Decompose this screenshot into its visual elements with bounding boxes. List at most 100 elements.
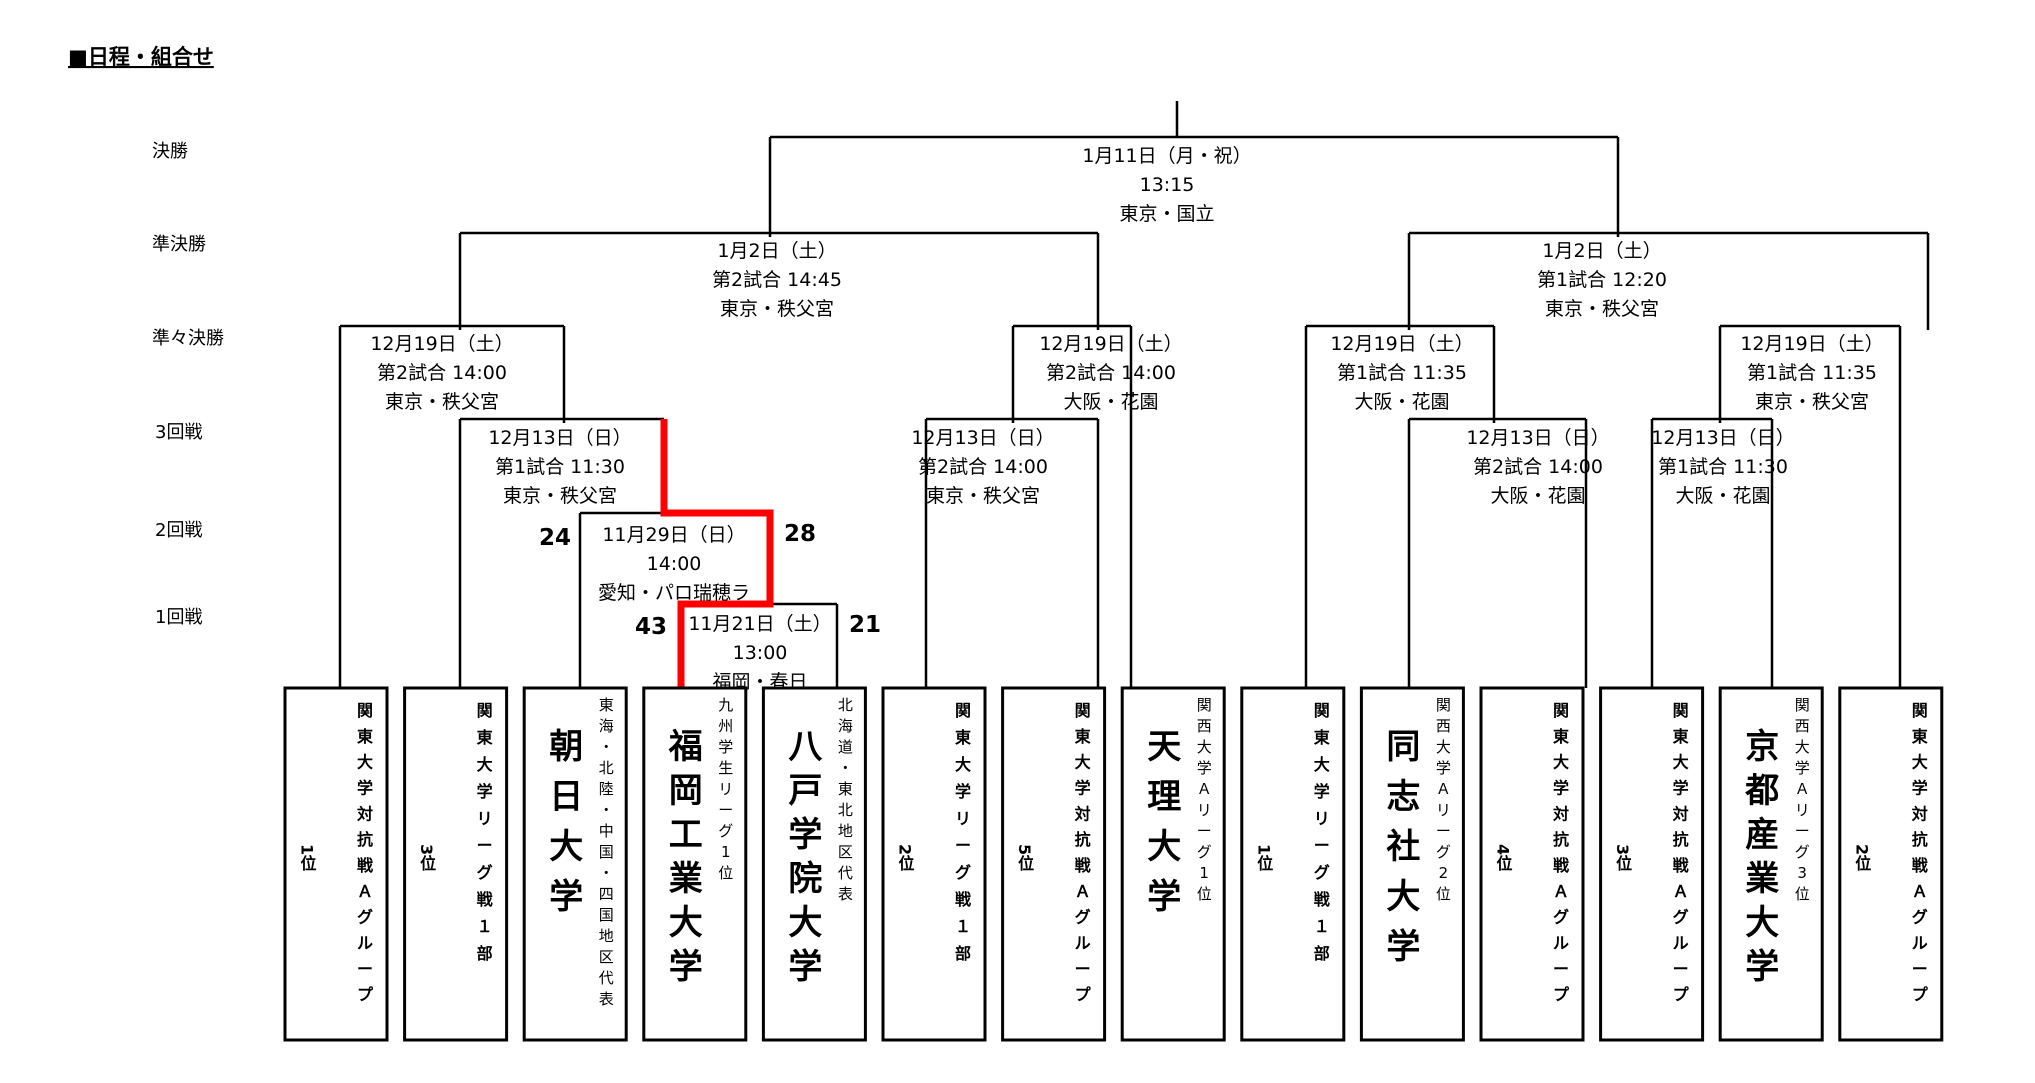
team-main-char: Ａ [1553, 882, 1569, 901]
match-qf4-line3: 東京・秩父宮 [1755, 391, 1869, 413]
team-main-char: 関 [1075, 701, 1091, 720]
team-main-char: 学 [1075, 779, 1091, 798]
team-box-frame [1120, 686, 1226, 1042]
team-name-char: 大 [1745, 903, 1779, 943]
team-box-frame [881, 686, 987, 1042]
team-main-char: 学 [1912, 779, 1928, 798]
team-name-char: 戸 [788, 771, 822, 811]
team-box-frame [1001, 686, 1107, 1042]
team-sub-char: 海 [838, 717, 853, 735]
round-label-semifinal: 準決勝 [152, 234, 206, 255]
team-main-char: ル [1912, 934, 1928, 953]
team-main-char: 戦 [477, 890, 494, 909]
team-main-char: 大 [1912, 753, 1928, 772]
team-main-char: 東 [1673, 727, 1689, 746]
team-name-char: 八 [788, 727, 823, 767]
match-final-line2: 13:15 [1140, 174, 1195, 196]
team-name-char: 学 [788, 947, 822, 987]
team-sub-char: Ａ [1436, 780, 1451, 798]
team-main-char: プ [357, 985, 374, 1004]
team-main-char: 学 [1314, 782, 1330, 801]
final-connector [768, 101, 1620, 237]
team-rank: 3位 [1613, 844, 1632, 872]
team-rank: 1位 [298, 844, 317, 872]
match-qf4-line1: 12月19日（土） [1740, 333, 1883, 355]
team-box-frame [522, 686, 628, 1042]
team-main-char: 抗 [1912, 830, 1928, 849]
match-r2-line1: 11月29日（日） [602, 524, 745, 546]
match-r3c-line1: 12月13日（日） [1466, 427, 1609, 449]
team-main-char: 大 [1314, 755, 1330, 774]
team-main-char: Ａ [1673, 882, 1689, 901]
team-main-char: 関 [1553, 701, 1569, 720]
team-sub-char: 位 [1795, 885, 1810, 903]
match-r1-line1: 11月21日（土） [688, 613, 831, 635]
match-sf1-line2: 第2試合 14:45 [712, 269, 842, 291]
match-qf2-line3: 大阪・花園 [1063, 391, 1158, 413]
team-name-char: 京 [1745, 727, 1779, 767]
team-main-char: 部 [1314, 944, 1330, 963]
team-main-char: 東 [1912, 727, 1928, 746]
team-sub-char: 学 [1795, 759, 1810, 777]
r3b-connector [924, 417, 1100, 688]
team-main-char: Ａ [1912, 882, 1928, 901]
team-name-char: 院 [788, 859, 822, 899]
team-main-char: 戦 [1673, 856, 1690, 875]
team-main-char: １ [477, 917, 493, 936]
team-sub-char: 区 [838, 843, 853, 861]
round-label-round1: 1回戦 [155, 607, 202, 628]
match-sf2-line2: 第1試合 12:20 [1537, 269, 1667, 291]
winner-path-line [660, 419, 774, 688]
team-main-char: 対 [356, 804, 373, 823]
team-sub-char: 国 [599, 906, 614, 924]
team-main-char: １ [1314, 917, 1330, 936]
team-sub-char: グ [718, 822, 733, 840]
round-label-round3: 3回戦 [155, 422, 202, 443]
team-main-char: 戦 [1912, 856, 1929, 875]
team-sub-char: 表 [599, 990, 614, 1008]
r3c-connector [1407, 417, 1588, 688]
team-name-char: 産 [1745, 815, 1779, 855]
match-r3d-line1: 12月13日（日） [1651, 427, 1794, 449]
team-sub-char: 関 [1436, 696, 1451, 714]
team-main-char: 部 [477, 944, 493, 963]
team-name-char: 学 [1386, 927, 1420, 967]
team-sub-char: ー [1197, 822, 1212, 840]
team-main-char: 東 [1553, 727, 1569, 746]
page-title: ■日程・組合せ [68, 45, 214, 69]
team-main-char: ル [357, 934, 373, 953]
match-r3b-line3: 東京・秩父宮 [926, 485, 1040, 507]
qf1-connector [338, 324, 566, 688]
team-rank: 4位 [1494, 844, 1513, 872]
team-main-char: ー [1314, 836, 1330, 855]
team-main-char: ル [1673, 934, 1689, 953]
team-main-char: グ [477, 863, 493, 882]
match-qf1-line1: 12月19日（土） [370, 333, 513, 355]
team-sub-char: 北 [838, 801, 853, 819]
team-sub-char: ・ [838, 759, 853, 777]
team-sub-char: ・ [599, 801, 614, 819]
team-name-char: 大 [1147, 827, 1181, 867]
team-rank: 2位 [896, 844, 915, 872]
team-sub-char: 四 [599, 885, 614, 903]
team-sub-char: リ [1436, 801, 1451, 819]
team-sub-char: 大 [1795, 738, 1810, 756]
team-rank: 2位 [1852, 844, 1871, 872]
score-r1-left: 43 [635, 614, 667, 640]
team-name-char: 学 [1147, 877, 1181, 917]
team-main-char: 関 [357, 701, 373, 720]
team-main-char: 戦 [1075, 856, 1092, 875]
team-sub-char: リ [1197, 801, 1212, 819]
qf3-connector [1304, 324, 1496, 688]
team-main-char: 大 [477, 755, 493, 774]
team-box-frame [761, 686, 867, 1042]
team-name-char: 志 [1386, 777, 1420, 817]
team-sub-char: 道 [838, 738, 853, 756]
round-label-final: 決勝 [152, 141, 188, 162]
